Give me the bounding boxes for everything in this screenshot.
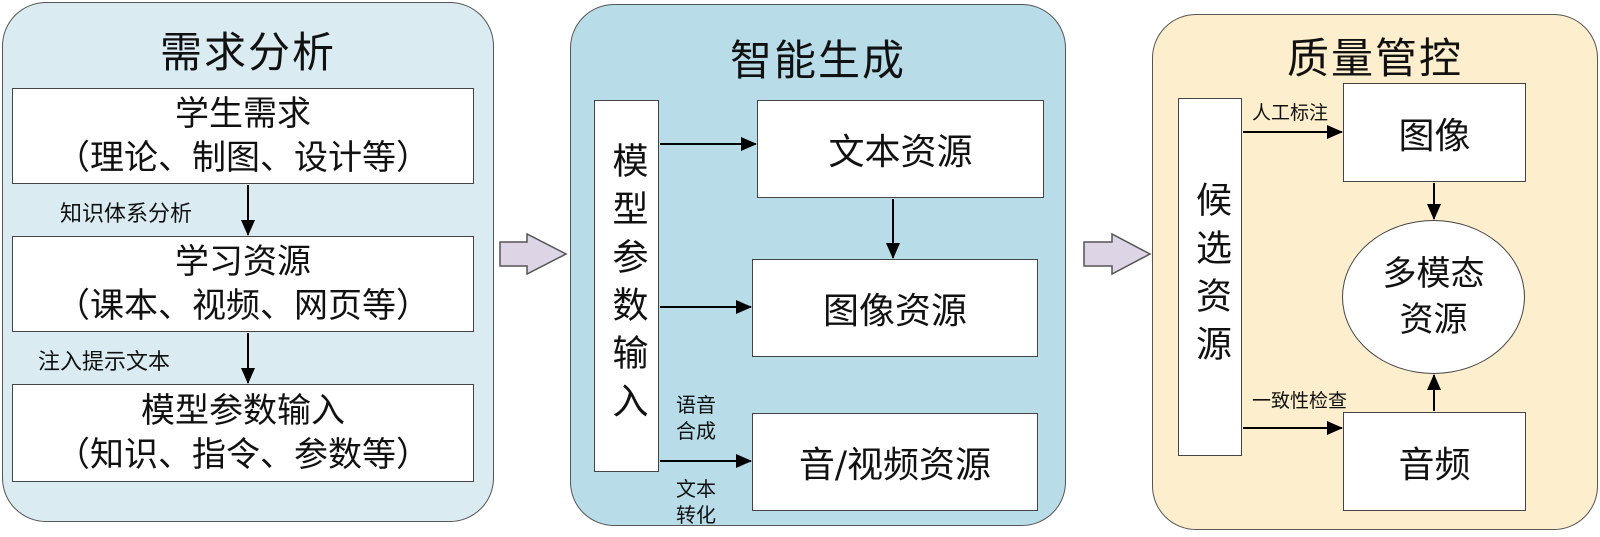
- edge-label-consistency-check: 一致性检查: [1252, 390, 1348, 412]
- box-detail: （课本、视频、网页等）: [56, 286, 430, 326]
- edge-label-text-conversion: 文本转化: [676, 477, 716, 527]
- edge-label-knowledge-analysis: 知识体系分析: [60, 202, 193, 227]
- panel-title: 需求分析: [159, 28, 336, 77]
- edge-label-inject-prompt: 注入提示文本: [38, 350, 171, 375]
- box-av-resource: 音/视频资源: [752, 413, 1038, 511]
- box-detail: （知识、指令、参数等）: [56, 435, 430, 475]
- box-model-param-input: 模型参数输入 （知识、指令、参数等）: [12, 384, 474, 482]
- box-text: 模型参数输入: [606, 142, 648, 430]
- box-text: 音频: [1398, 444, 1471, 486]
- ellipse-text-line1: 多模态: [1382, 254, 1485, 294]
- box-text: 图像资源: [822, 291, 967, 332]
- flow-arrow-analysis-to-generation: [499, 232, 568, 276]
- box-image: 图像: [1343, 83, 1526, 182]
- box-title: 学生需求: [175, 94, 311, 134]
- box-learning-resources: 学习资源 （课本、视频、网页等）: [12, 236, 474, 332]
- box-audio: 音频: [1343, 412, 1526, 511]
- box-image-resource: 图像资源: [752, 259, 1038, 357]
- box-title: 模型参数输入: [141, 391, 345, 431]
- ellipse-text-line2: 资源: [1399, 300, 1468, 340]
- edge-label-manual-annotation: 人工标注: [1252, 102, 1329, 124]
- box-text: 图像: [1398, 115, 1471, 157]
- box-detail: （理论、制图、设计等）: [56, 138, 430, 178]
- box-text: 文本资源: [828, 132, 973, 173]
- panel-title: 智能生成: [729, 36, 906, 85]
- box-text: 候选资源: [1190, 181, 1231, 373]
- box-text-resource: 文本资源: [757, 100, 1044, 198]
- edge-label-speech-synthesis: 语音合成: [676, 393, 716, 443]
- box-title: 学习资源: [175, 242, 311, 282]
- flow-arrow-generation-to-quality: [1083, 232, 1152, 276]
- box-student-needs: 学生需求 （理论、制图、设计等）: [12, 88, 474, 184]
- panel-title: 质量管控: [1286, 34, 1463, 83]
- box-text: 音/视频资源: [798, 445, 992, 486]
- box-model-input-vertical: 模型参数输入: [594, 100, 659, 472]
- ellipse-multimodal-resources: 多模态 资源: [1342, 220, 1525, 374]
- box-candidate-resources: 候选资源: [1178, 98, 1242, 456]
